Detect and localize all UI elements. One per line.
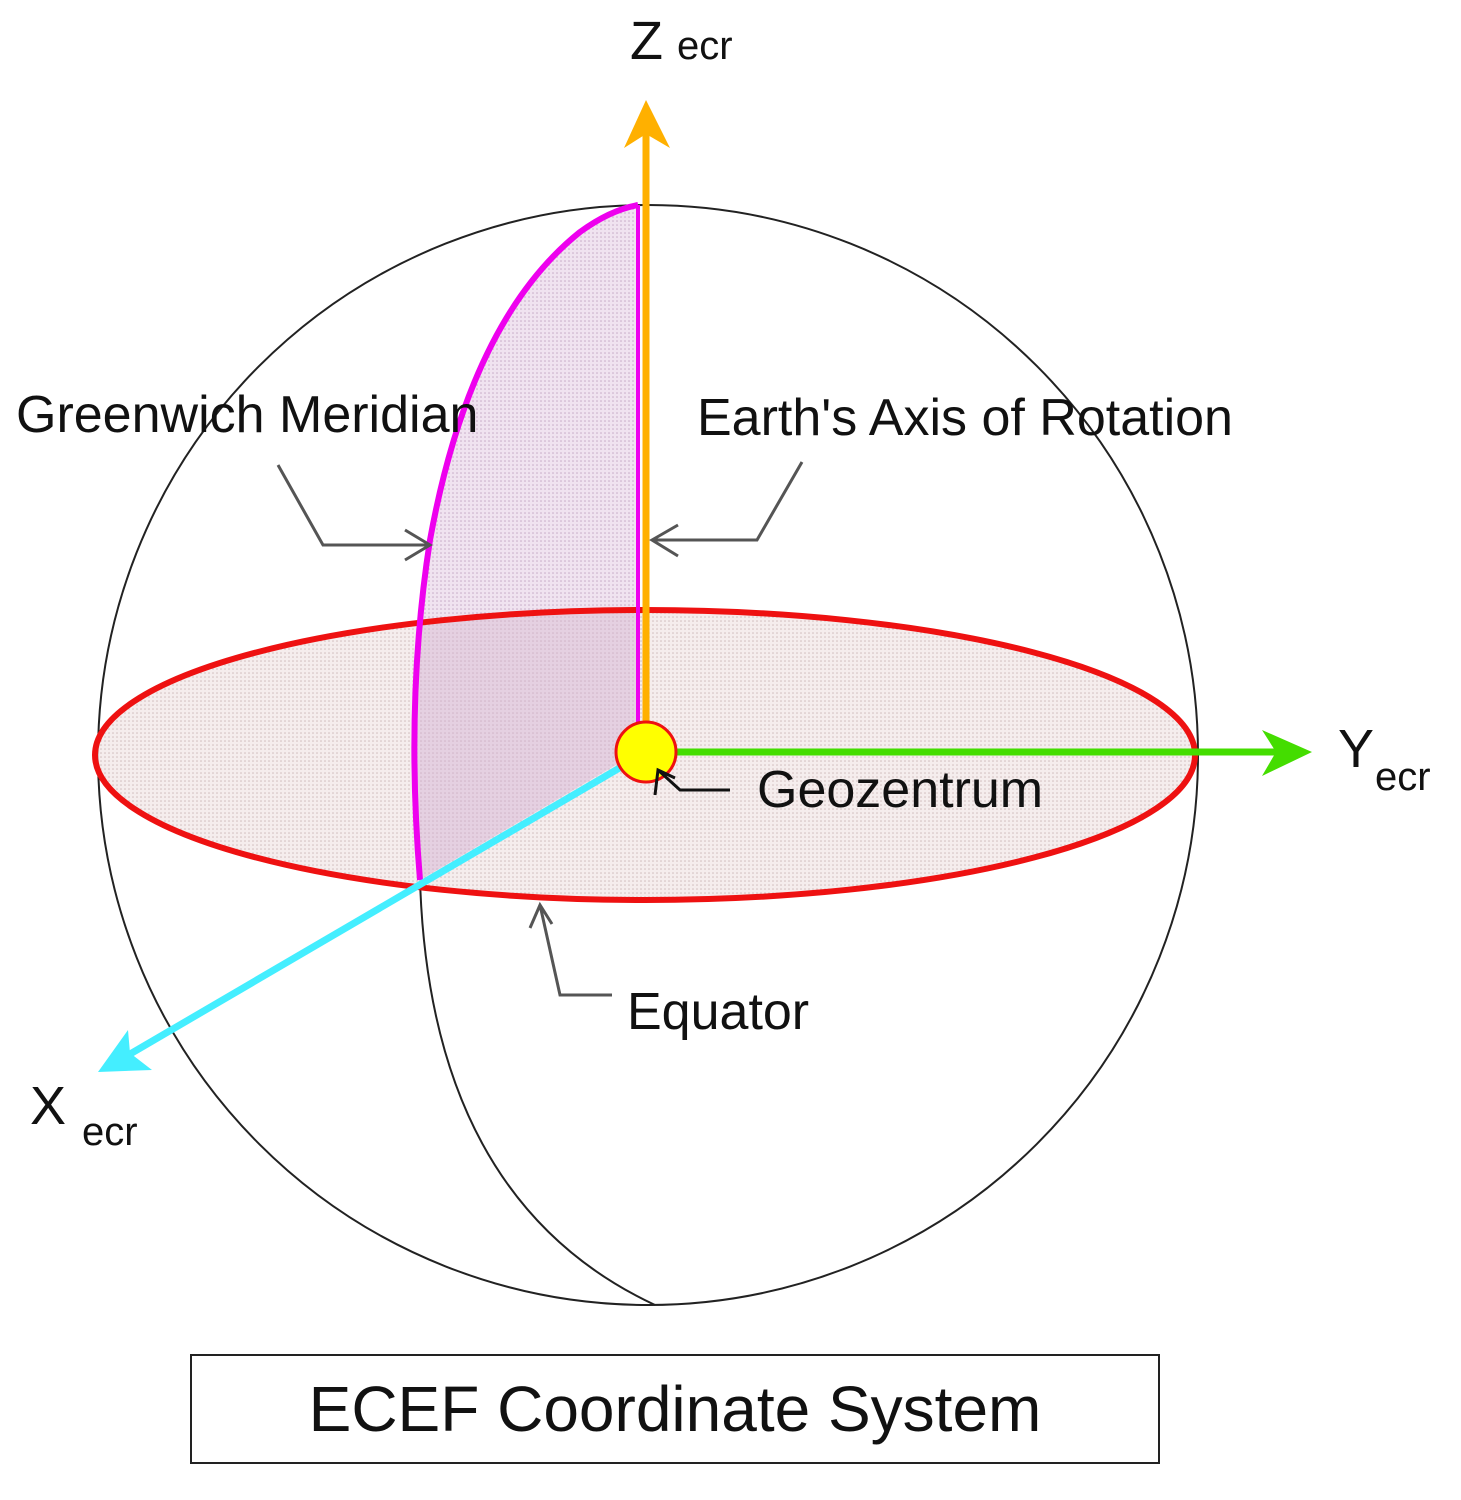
diagram-title: ECEF Coordinate System bbox=[190, 1354, 1160, 1464]
y-axis-subscript: ecr bbox=[1375, 755, 1431, 799]
x-axis-subscript: ecr bbox=[82, 1110, 138, 1154]
geocenter-label: Geozentrum bbox=[757, 761, 1044, 819]
meridian-plane-overlay bbox=[414, 610, 638, 880]
x-axis bbox=[123, 752, 642, 1061]
greenwich-meridian-label: Greenwich Meridian bbox=[16, 386, 479, 444]
z-arrowhead bbox=[624, 100, 670, 148]
lower-meridian bbox=[419, 879, 656, 1306]
x-arrowhead bbox=[98, 1030, 152, 1072]
y-arrowhead bbox=[1262, 730, 1312, 776]
rotation-axis-label: Earth's Axis of Rotation bbox=[697, 389, 1233, 447]
geocenter-dot bbox=[614, 720, 678, 784]
equator-label: Equator bbox=[627, 983, 810, 1041]
y-axis-label: Y bbox=[1338, 719, 1375, 779]
x-axis-label: X bbox=[30, 1076, 67, 1136]
leader-lines bbox=[276, 461, 804, 997]
greenwich-meridian-line bbox=[411, 202, 639, 881]
